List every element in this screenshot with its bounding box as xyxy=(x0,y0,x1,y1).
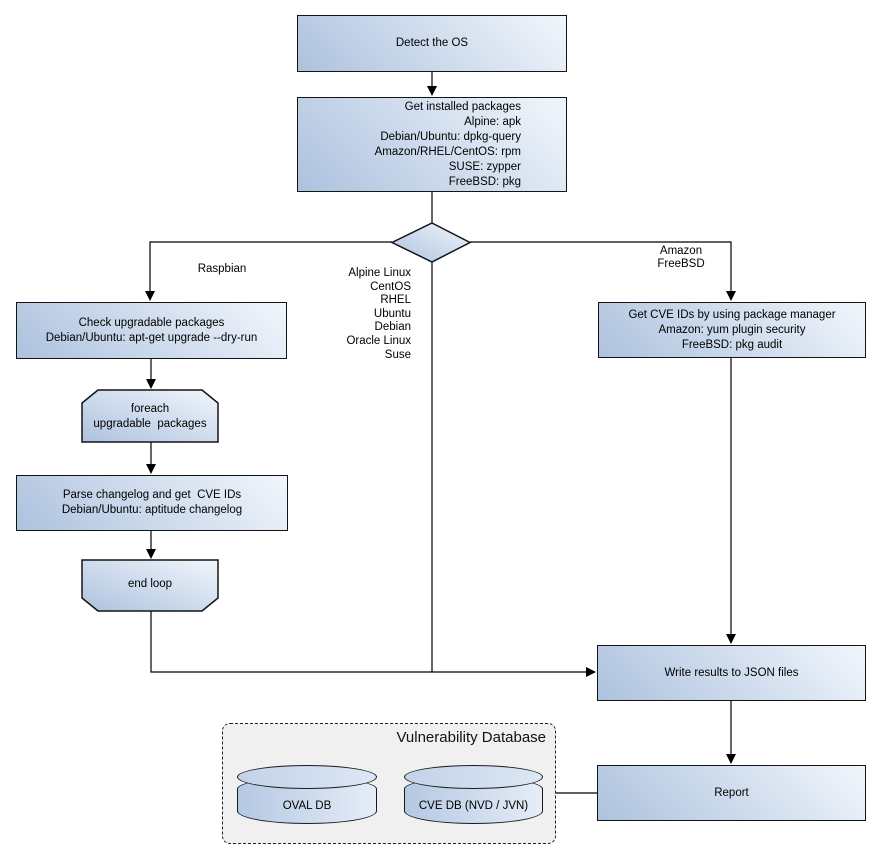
edge-endloop-to-write-results xyxy=(150,611,597,678)
oval-db-label: OVAL DB xyxy=(282,799,332,812)
edge-label-text: Oracle Linux xyxy=(346,334,411,347)
edge-decision-to-get-cve xyxy=(470,241,737,302)
vulnerability-database-title: Vulnerability Database xyxy=(396,729,546,746)
cylinder-top xyxy=(404,765,543,789)
node-label: Get CVE IDs by using package manager xyxy=(628,308,836,321)
foreach-loop-shape xyxy=(81,389,219,443)
node-label: Alpine: apk xyxy=(464,115,521,128)
decision-diamond xyxy=(390,222,472,263)
node-parse-changelog: Parse changelog and get CVE IDs Debian/U… xyxy=(16,475,288,531)
edge-label-text: Ubuntu xyxy=(373,307,411,320)
edge-label-text: Raspbian xyxy=(197,263,247,275)
node-label: Report xyxy=(714,786,749,799)
cve-db-label: CVE DB (NVD / JVN) xyxy=(418,799,529,812)
node-foreach-upgradable-packages: foreach upgradable packages xyxy=(82,392,218,442)
node-label: upgradable packages xyxy=(93,418,207,430)
edge-label-text: RHEL xyxy=(380,294,411,307)
node-label: Debian/Ubuntu: apt-get upgrade --dry-run xyxy=(45,331,258,344)
node-report: Report xyxy=(597,765,866,821)
node-label: FreeBSD: pkg xyxy=(448,175,521,188)
node-label: Detect the OS xyxy=(395,37,469,49)
node-label: SUSE: zypper xyxy=(448,160,521,173)
vulnerability-database-group: Vulnerability Database OVAL DB CVE DB (N… xyxy=(222,723,556,844)
node-label: end loop xyxy=(127,577,173,590)
edge-label-text: Amazon xyxy=(659,245,703,257)
edge-label-text: Suse xyxy=(384,348,411,361)
oval-db-cylinder: OVAL DB xyxy=(237,765,377,824)
node-label: Parse changelog and get CVE IDs xyxy=(62,489,242,501)
node-get-cve-ids: Get CVE IDs by using package manager Ama… xyxy=(598,302,866,358)
node-label: foreach xyxy=(130,403,170,415)
cylinder-top xyxy=(237,765,377,789)
edge-decision-to-check-upgradable xyxy=(144,241,392,302)
cve-db-cylinder: CVE DB (NVD / JVN) xyxy=(404,765,543,824)
node-check-upgradable-packages: Check upgradable packages Debian/Ubuntu:… xyxy=(16,302,287,359)
edge-label-raspbian: Raspbian xyxy=(172,263,272,276)
node-end-loop: end loop xyxy=(82,560,218,608)
edge-label-text: CentOS xyxy=(370,280,411,293)
node-label: Write results to JSON files xyxy=(664,666,799,679)
edge-label-amazon-freebsd: Amazon FreeBSD xyxy=(631,245,731,271)
edge-label-os-list: Alpine Linux CentOS RHEL Ubuntu Debian O… xyxy=(261,267,411,362)
node-write-results: Write results to JSON files xyxy=(597,645,866,701)
edge-label-text: Alpine Linux xyxy=(348,267,411,279)
node-label: Amazon: yum plugin security xyxy=(658,323,806,336)
node-label: Check upgradable packages xyxy=(78,316,225,329)
node-label: Debian/Ubuntu: aptitude changelog xyxy=(61,504,243,516)
node-detect-os: Detect the OS xyxy=(297,15,567,72)
node-get-installed-packages: Get installed packages Alpine: apk Debia… xyxy=(297,97,567,192)
node-label: Debian/Ubuntu: dpkg-query xyxy=(380,130,521,143)
end-loop-shape xyxy=(81,559,219,612)
node-label: Amazon/RHEL/CentOS: rpm xyxy=(374,145,521,158)
node-label: FreeBSD: pkg audit xyxy=(681,338,783,351)
edge-label-text: Debian xyxy=(374,321,411,334)
edge-label-text: FreeBSD xyxy=(657,258,705,270)
node-label: Get installed packages xyxy=(404,100,521,113)
